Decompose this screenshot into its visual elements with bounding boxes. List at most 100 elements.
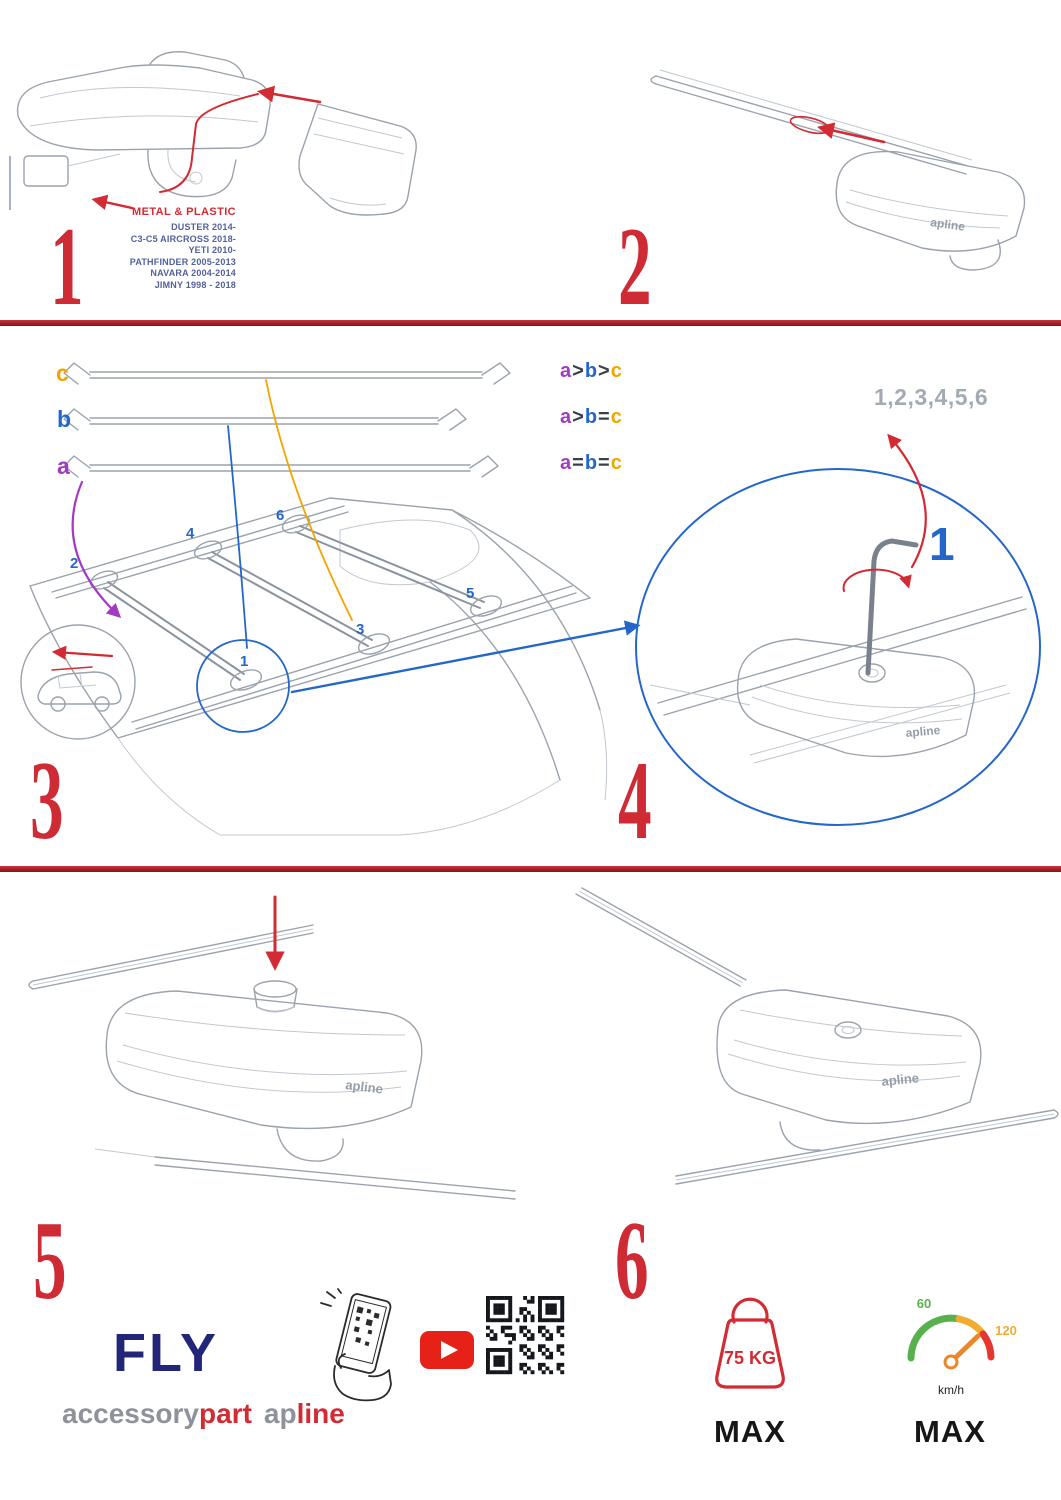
position-5-label: 5 (466, 585, 474, 602)
allen-key-drawing (865, 538, 919, 676)
sequence-start-number: 1 (929, 518, 955, 570)
rule-operator: = (598, 406, 611, 428)
zoom-pointer-arrow (290, 620, 641, 694)
apline-logo-mark: apline (930, 215, 967, 234)
sequence-arrow (887, 433, 927, 569)
step1-caption: METAL & PLASTIC DUSTER 2014- C3-C5 AIRCR… (58, 206, 236, 291)
section-divider (0, 320, 1061, 326)
position-1-highlight-circle (196, 639, 290, 733)
rule-letter-a: a (560, 452, 573, 474)
rule-letter-a: a (560, 406, 573, 428)
direction-arrow (51, 645, 114, 660)
position-1-label: 1 (240, 653, 248, 670)
max-weight-value: 75 KG (724, 1348, 776, 1368)
speed-high-label: 120 (995, 1323, 1017, 1338)
section-divider (0, 866, 1061, 872)
zoom-circle (635, 468, 1041, 826)
foot-drawing: apline (835, 150, 1026, 271)
rule-operator: > (598, 360, 611, 382)
apline-logo-mark: apline (881, 1070, 920, 1089)
speed-low-label: 60 (917, 1296, 931, 1311)
rule-operator: = (572, 452, 585, 474)
position-numbers: 2 4 6 3 5 1 (70, 507, 474, 670)
rule-operator: > (572, 360, 585, 382)
position-2-label: 2 (70, 555, 78, 572)
foot-drawing: apline (736, 638, 976, 758)
apline-logo-mark: apline (345, 1077, 384, 1096)
speed-unit-label: km/h (938, 1383, 964, 1397)
rail-drawing (675, 1109, 1059, 1185)
rule-operator: > (572, 406, 585, 428)
cover-knob-drawing (253, 980, 298, 1013)
step4-number: 4 (618, 739, 652, 863)
rubber-pad-drawing (298, 103, 417, 216)
foot-drawing: apline (105, 990, 423, 1162)
crossbar-drawing (28, 924, 314, 990)
brand-ap: ap (263, 1398, 297, 1429)
roof-crossbars-drawing (89, 514, 503, 691)
crossbar-drawing (575, 887, 747, 987)
position-4-label: 4 (186, 525, 195, 542)
step6-installed-diagram: apline (575, 887, 1059, 1185)
assembly-arrows (91, 85, 322, 210)
product-name: FLY (113, 1323, 220, 1383)
position-3-label: 3 (356, 621, 364, 638)
foot-drawing: apline (716, 989, 982, 1151)
rule-letter-b: b (584, 360, 599, 382)
step2-number: 2 (618, 205, 652, 329)
model-item: NAVARA 2004-2014 (150, 268, 236, 278)
qr-scan-phone-icon (320, 1288, 392, 1402)
rotate-arrow (842, 568, 912, 592)
model-item: YETI 2010- (188, 245, 236, 255)
bar-a-drawing (63, 455, 499, 478)
rule-letter-b: b (584, 452, 599, 474)
step5-cap-diagram: apline (28, 895, 516, 1200)
crossbar-drawing (650, 69, 973, 175)
qr-code (486, 1296, 565, 1375)
bar-b-drawing (63, 408, 467, 431)
brand-accessory: accessory (62, 1398, 200, 1429)
foot-housing-drawing (9, 51, 271, 210)
apline-logo-mark: apline (905, 723, 941, 740)
max-speed-icon: 60 120 km/h (907, 1296, 1017, 1397)
car-roof-drawing (29, 497, 608, 836)
step3-number: 3 (30, 739, 64, 863)
position-6-label: 6 (276, 507, 284, 524)
step5-number: 5 (33, 1199, 67, 1323)
step6-number: 6 (615, 1199, 649, 1323)
rule-letter-c: c (610, 360, 623, 382)
youtube-play-icon (420, 1331, 474, 1369)
brand-part: part (199, 1398, 252, 1429)
rule-letter-c: c (610, 406, 623, 428)
step4-tighten-diagram: apline (635, 433, 1041, 826)
car-direction-inset (20, 624, 136, 740)
tighten-sequence: 1,2,3,4,5,6 (874, 384, 989, 410)
bar-label-a: a (57, 453, 70, 479)
max-weight-icon: 75 KG (715, 1297, 785, 1389)
bar-label-b: b (57, 406, 72, 432)
bar-label-c: c (56, 360, 69, 386)
length-rule-3: a=b=c (560, 452, 623, 475)
step1-clamp-diagram (9, 51, 417, 216)
model-item: DUSTER 2014- (171, 222, 236, 232)
rail-drawing (94, 1148, 516, 1200)
rule-letter-b: b (584, 406, 599, 428)
length-rule-1: a>b>c (560, 360, 623, 383)
step2-bar-insert-diagram: apline (650, 69, 1026, 271)
speed-max-label: MAX (914, 1414, 986, 1449)
length-rule-2: a>b=c (560, 406, 623, 429)
material-label: METAL & PLASTIC (132, 206, 236, 218)
weight-max-label: MAX (714, 1414, 786, 1449)
rule-operator: = (598, 452, 611, 474)
length-leader-lines (71, 379, 353, 649)
rule-letter-c: c (610, 452, 623, 474)
rail-lines (649, 596, 1027, 764)
step3-roof-layout-diagram: 2 4 6 3 5 1 (20, 362, 641, 836)
step1-number: 1 (50, 205, 84, 329)
model-item: JIMNY 1998 - 2018 (154, 279, 236, 290)
brand-line: line (296, 1398, 345, 1429)
model-item: PATHFINDER 2005-2013 (129, 256, 236, 267)
bar-c-drawing (63, 362, 511, 385)
